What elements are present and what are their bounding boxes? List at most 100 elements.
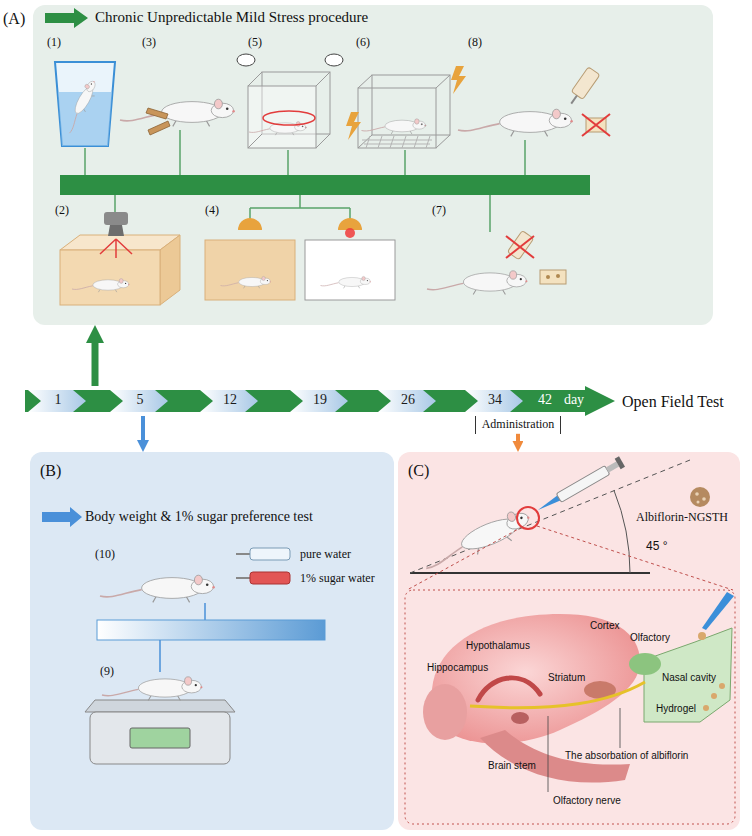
panel-title: Chronic Unpredictable Mild Stress proced… [95, 9, 368, 26]
day-number: 19 [302, 392, 338, 408]
light-cycle-icon [205, 218, 395, 300]
light-cycle-icon [221, 276, 271, 288]
water-deprivation-icon [540, 270, 566, 284]
panel-letter: (C) [408, 462, 429, 480]
text-slot: 1 [40, 392, 76, 408]
food-deprivation-icon [458, 109, 573, 136]
intranasal-setup [410, 572, 650, 574]
label-slot: Brain stem [488, 760, 536, 772]
preference-test-icon [100, 575, 215, 602]
preference-test-icon [97, 548, 325, 672]
callout-number: (10) [95, 548, 115, 562]
food-deprivation-icon [582, 114, 610, 136]
text-slot: (B) [40, 462, 61, 480]
heat-stress-icon [60, 250, 160, 305]
light-cycle-icon [305, 240, 395, 300]
brain-region-label: Olfactory nerve [553, 795, 621, 807]
procedure-title-arrow [45, 8, 88, 28]
label-slot: Hypothalamus [466, 640, 530, 652]
brain-region-label: Cortex [590, 620, 619, 632]
heat-stress-icon [108, 225, 124, 236]
day-number: 42 [527, 392, 563, 408]
food-deprivation-icon [571, 67, 600, 100]
brain-inset [719, 683, 725, 689]
foot-shock-icon [362, 119, 427, 134]
light-cycle-icon [345, 228, 355, 238]
weighing-scale-icon [102, 677, 202, 701]
panel-letter: (B) [40, 462, 61, 480]
label-slot: (2) [55, 204, 69, 218]
intranasal-setup [517, 507, 539, 529]
label-slot: (4) [205, 204, 219, 218]
timeline-chevron [200, 390, 258, 412]
timeline-chevron [378, 390, 436, 412]
restraint-box-icon [263, 111, 315, 125]
intranasal-setup [695, 492, 699, 496]
label-slot: (5) [248, 36, 262, 50]
water-deprivation-icon [506, 236, 534, 258]
brain-inset [480, 730, 630, 783]
label-slot: Cortex [590, 620, 619, 632]
preference-test-icon [250, 572, 290, 584]
label-slot: Nasal cavity [662, 672, 716, 684]
label-slot: Olfactory nerve [553, 795, 621, 807]
bottle-label: 1% sugar water [300, 572, 375, 586]
brain-inset [511, 712, 529, 724]
pathway-label: The absorbation of albiflorin [565, 750, 688, 762]
label-slot: (6) [356, 36, 370, 50]
intranasal-setup [556, 466, 609, 503]
label-slot: (3) [142, 36, 156, 50]
restraint-box-icon [262, 72, 330, 134]
water-deprivation-icon [427, 231, 566, 295]
brain-inset [584, 681, 616, 699]
light-cycle-icon [238, 218, 262, 230]
intranasal-setup [615, 456, 625, 469]
label-slot: 45 ° [646, 540, 667, 554]
timeline-shaft [25, 386, 615, 416]
foot-shock-icon [362, 136, 432, 148]
forced-swim-icon [60, 78, 100, 135]
day-number: 34 [477, 392, 513, 408]
intranasal-setup [614, 491, 630, 574]
water-deprivation-icon [556, 274, 560, 278]
foot-shock-icon [451, 66, 466, 94]
food-deprivation-icon [586, 118, 606, 132]
panel-letter: (A) [3, 10, 25, 28]
administration-panel: (C) [398, 452, 740, 830]
preference-test-icon [159, 640, 161, 672]
test-title-arrow [42, 507, 82, 527]
weighing-scale-icon [130, 728, 190, 748]
brain-inset [432, 614, 640, 744]
end-label: Open Field Test [622, 393, 724, 411]
callout-number: (3) [142, 36, 156, 50]
text-slot: 42 [527, 392, 563, 408]
administration-bracket: Administration [475, 416, 562, 434]
label-slot: (10) [95, 548, 115, 562]
restraint-box-icon [237, 54, 255, 66]
label-slot: Hippocampus [427, 662, 488, 674]
restraint-box-icon [249, 122, 306, 136]
heat-stress-icon [60, 235, 180, 250]
label-slot: The absorbation of albiflorin [565, 750, 688, 762]
intranasal-setup [606, 461, 619, 472]
label-slot: Open Field Test [622, 393, 724, 411]
callout-number: (6) [356, 36, 370, 50]
brain-inset [703, 705, 709, 711]
label-slot: Albiflorin-NGSTH [636, 511, 728, 525]
text-slot: 19 [302, 392, 338, 408]
water-deprivation-icon [507, 231, 533, 260]
weighing-scale-icon [90, 712, 230, 764]
brain-region-label: Hydrogel [656, 703, 696, 715]
light-cycle-icon [338, 218, 362, 230]
day-number: 12 [212, 392, 248, 408]
light-cycle-icon [321, 276, 371, 288]
foot-shock-icon [346, 66, 466, 148]
drug-label: Albiflorin-NGSTH [636, 511, 728, 525]
timeline-chevron [110, 390, 168, 412]
brain-inset [478, 678, 540, 700]
intranasal-setup [535, 456, 625, 515]
connector-arrow [141, 416, 145, 440]
heat-stress-icon [100, 239, 132, 258]
